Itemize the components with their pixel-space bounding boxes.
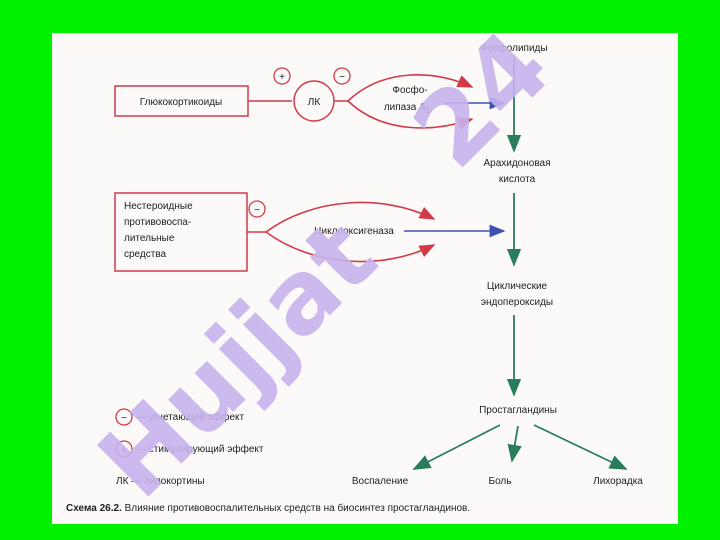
diagram-sheet: Фосфолипиды Арахидоновая кислота Цикличе… — [52, 33, 678, 524]
node-pain: Боль — [489, 476, 512, 487]
figure-caption: Схема 26.2. Влияние противовоспалительны… — [66, 502, 470, 514]
arrow-lk-upper — [347, 74, 474, 102]
node-arachidonic-line1: Арахидоновая — [483, 158, 550, 169]
node-phospholipids: Фосфолипиды — [480, 42, 547, 54]
node-cyclooxygenase: Циклооксигеназа — [314, 226, 394, 237]
arrow-nsaid-lower — [265, 231, 436, 263]
node-nsaid-line1: Нестероидные — [124, 201, 193, 212]
node-inflammation: Воспаление — [352, 476, 409, 487]
plus-sign: + — [279, 72, 285, 83]
node-endoperoxides-line1: Циклические — [487, 281, 548, 292]
svg-text:липаза А2: липаза А2 — [384, 102, 431, 115]
node-phospholipase-line2: липаза А — [384, 102, 426, 113]
caption-label: Схема 26.2. — [66, 503, 122, 514]
minus-sign-nsaid: − — [254, 205, 260, 216]
node-nsaid-line3: лительные — [124, 233, 175, 244]
node-endoperoxides-line2: эндопероксиды — [481, 297, 553, 308]
node-nsaid-line4: средства — [124, 249, 167, 260]
node-nsaid-line2: противовоспа- — [124, 217, 191, 228]
node-phospholipase-line1: Фосфо- — [392, 84, 427, 96]
node-fever: Лихорадка — [593, 476, 643, 487]
legend-minus-circle — [115, 408, 133, 426]
minus-sign-circle-lk — [333, 67, 351, 85]
arrow-to-pain — [507, 425, 522, 463]
legend-stimulate: — стимулирующий эффект — [136, 443, 264, 455]
arrow-to-fever — [533, 424, 628, 470]
legend-inhibit: — угнетающий эффект — [136, 411, 244, 423]
arrow-to-inflammation — [412, 424, 501, 470]
node-arachidonic-line2: кислота — [499, 174, 536, 185]
legend-minus-sign: − — [121, 413, 127, 424]
node-prostaglandins: Простагландины — [479, 405, 557, 416]
legend: − — угнетающий эффект + — стимулирующий … — [115, 408, 264, 487]
node-lk: ЛК — [308, 97, 321, 108]
minus-sign-lk: − — [339, 72, 345, 83]
legend-lk-definition: ЛК — липокортины — [116, 476, 205, 487]
plus-sign-circle — [273, 67, 291, 85]
arrow-nsaid-upper — [265, 201, 436, 233]
node-glucocorticoids: Глюкокортикоиды — [140, 97, 222, 108]
legend-plus-sign: + — [121, 445, 127, 456]
arrow-lk-lower — [347, 100, 474, 130]
biosynthesis-diagram: Фосфолипиды Арахидоновая кислота Цикличе… — [66, 33, 643, 520]
watermark-main: Hujjat — [76, 198, 398, 520]
legend-plus-circle — [115, 440, 133, 458]
node-phospholipase-subscript: 2 — [426, 106, 431, 115]
minus-sign-circle-nsaid — [248, 200, 266, 218]
caption-text: Влияние противовоспалительных средств на… — [122, 502, 470, 514]
